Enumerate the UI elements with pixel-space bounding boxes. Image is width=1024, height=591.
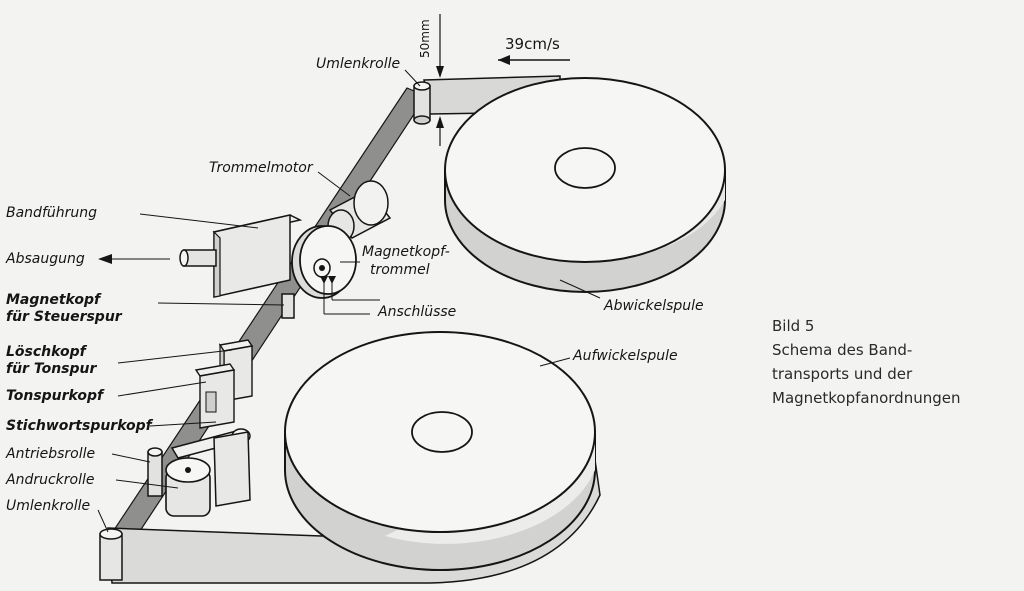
label-antriebsrolle: Antriebsrolle [6,446,96,462]
head-drum [291,225,357,299]
guide-roller-top [413,81,431,125]
label-magnetkopf-steuerspur-2: für Steuerspur [6,309,122,325]
label-magnetkopftrommel-1: Magnetkopf- [362,244,450,260]
label-loeschkopf-2: für Tonspur [6,361,97,377]
label-andruckrolle: Andruckrolle [6,472,95,488]
caption-line-1: Bild 5 [772,317,815,335]
label-tape-speed: 39cm/s [505,35,560,53]
label-umlenkrolle-bottom: Umlenkrolle [6,498,91,514]
caption-line-4: Magnetkopfanordnungen [772,389,961,407]
label-umlenkrolle-top: Umlenkrolle [316,56,401,72]
label-aufwickelspule: Aufwickelspule [573,348,678,364]
label-loeschkopf-1: Löschkopf [6,344,86,360]
label-bandfuehrung: Bandführung [6,205,98,221]
label-absaugung: Absaugung [6,251,85,267]
suction-pipe [179,249,217,267]
takeup-reel-hub [411,411,473,453]
guide-roller-bottom [99,528,123,581]
caption-line-2: Schema des Band- [772,341,913,359]
label-magnetkopftrommel-2: trommel [370,262,430,278]
label-tape-width: 50mm [418,19,432,58]
caption-line-3: transports und der [772,365,913,383]
takeup-reel [284,331,596,571]
leader-lines [97,69,601,533]
audio-head [194,363,236,429]
capstan-assembly [147,428,251,517]
label-tonspurkopf: Tonspurkopf [6,388,104,404]
label-stichwortspurkopf: Stichwortspurkopf [6,418,152,434]
tape-guide-block [212,214,303,298]
label-magnetkopf-steuerspur-1: Magnetkopf [6,292,101,308]
control-track-head [281,293,295,319]
label-abwickelspule: Abwickelspule [604,298,704,314]
supply-reel [444,77,726,293]
label-trommelmotor: Trommelmotor [209,160,313,176]
supply-reel-hub [554,147,616,189]
label-anschluesse: Anschlüsse [378,304,457,320]
